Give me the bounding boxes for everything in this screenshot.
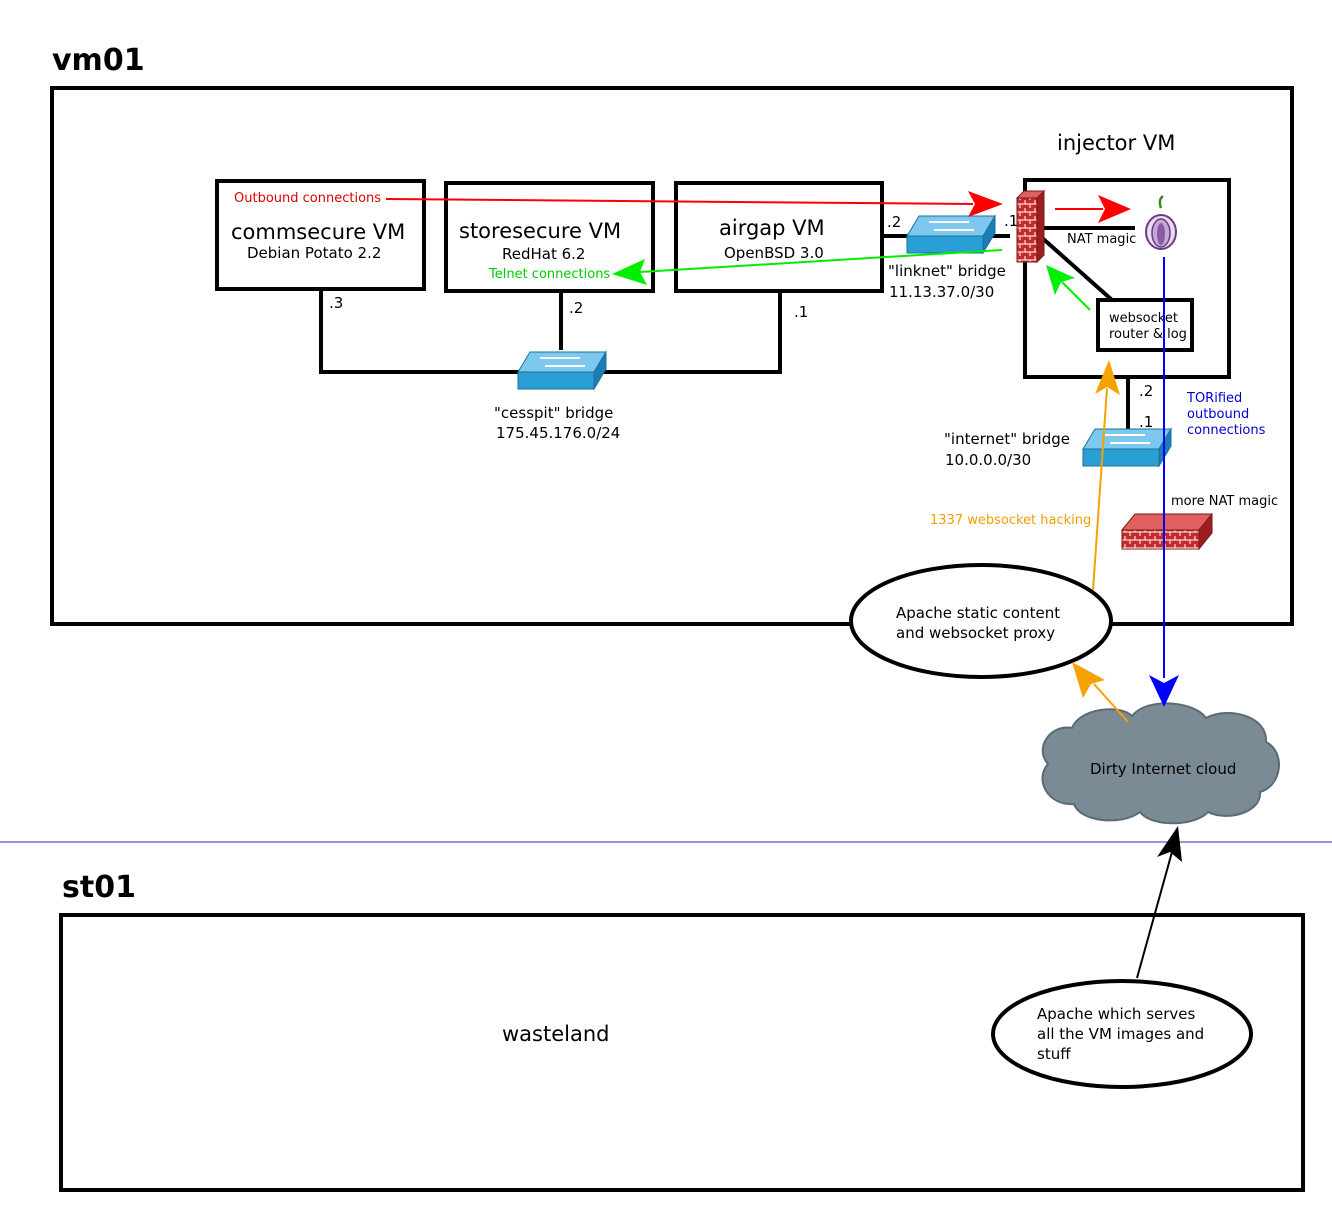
telnet-arrowhead <box>612 259 647 285</box>
websocket-arrowhead <box>1095 360 1120 395</box>
torified-label-2: outbound <box>1187 407 1249 422</box>
router-to-firewall-arrowhead <box>1046 265 1075 295</box>
apache-images-label-1: Apache which serves <box>1037 1005 1196 1023</box>
websocket-router-label-2: router & log <box>1109 327 1187 342</box>
apache-images-label-3: stuff <box>1037 1045 1071 1063</box>
nat-magic-label: NAT magic <box>1067 232 1136 247</box>
apache-proxy-ellipse <box>849 563 1113 679</box>
websocket-hacking-label: 1337 websocket hacking <box>930 513 1091 528</box>
internet-switch-icon <box>1082 427 1172 468</box>
nat-arrowhead <box>1098 195 1131 223</box>
storesecure-vm-os: RedHat 6.2 <box>502 245 585 263</box>
airgap-addr: .1 <box>794 303 808 321</box>
internet-bridge-addr: .1 <box>1139 413 1153 431</box>
images-to-cloud-arrow-line <box>1136 851 1173 979</box>
apache-proxy-label-1: Apache static content <box>896 604 1060 622</box>
storesecure-vm-title: storesecure VM <box>459 219 621 243</box>
websocket-router-label-1: websocket <box>1109 311 1178 326</box>
commsecure-addr: .3 <box>329 294 343 312</box>
router-to-firewall-arrow-line <box>1061 281 1091 311</box>
outbound-arrowhead <box>968 191 1003 217</box>
cloud-to-apache-arrow-line <box>1093 683 1129 723</box>
websocket-router-box <box>1096 298 1194 352</box>
more-nat-magic-label: more NAT magic <box>1171 494 1278 509</box>
apache-images-ellipse <box>991 979 1253 1089</box>
airgap-vm-os: OpenBSD 3.0 <box>724 244 824 262</box>
cesspit-bridge-name: "cesspit" bridge <box>494 404 613 422</box>
linknet-firewall-icon <box>1015 189 1046 264</box>
airgap-vm-title: airgap VM <box>719 216 825 240</box>
internet-bridge-subnet: 10.0.0.0/30 <box>945 451 1031 469</box>
vm01-host-box <box>50 86 1294 626</box>
apache-images-label-2: all the VM images and <box>1037 1025 1204 1043</box>
linknet-bridge-name: "linknet" bridge <box>888 262 1006 280</box>
torified-label-1: TORified <box>1186 391 1242 406</box>
airgap-vm: airgap VM OpenBSD 3.0 <box>674 181 884 293</box>
outer-firewall-icon <box>1120 512 1214 551</box>
cesspit-bridge-subnet: 175.45.176.0/24 <box>496 424 620 442</box>
commsecure-vm-title: commsecure VM <box>231 220 405 244</box>
airgap-linknet-addr: .2 <box>887 213 901 231</box>
internet-bridge-name: "internet" bridge <box>944 430 1070 448</box>
torified-arrowhead <box>1149 675 1179 707</box>
telnet-connections-label: Telnet connections <box>488 267 610 282</box>
vm01-host-label: vm01 <box>52 43 145 78</box>
cloud-label: Dirty Internet cloud <box>1090 760 1236 778</box>
injector-linknet-addr: .1 <box>1004 212 1018 230</box>
outbound-connections-label: Outbound connections <box>234 191 381 206</box>
websocket-arrow-line <box>1092 387 1108 591</box>
internet-cloud-icon <box>1041 702 1280 825</box>
storesecure-addr: .2 <box>569 299 583 317</box>
outbound-arrow-line <box>385 198 974 205</box>
images-to-cloud-arrowhead <box>1157 826 1182 862</box>
cesspit-switch-icon <box>517 350 607 391</box>
telnet-arrow-line <box>639 249 1003 273</box>
tor-onion-icon <box>1145 195 1177 250</box>
cloud-to-apache-arrowhead <box>1072 662 1105 698</box>
apache-proxy-label-2: and websocket proxy <box>896 624 1055 642</box>
st01-host-box <box>59 913 1305 1192</box>
injector-vm-title: injector VM <box>1057 131 1175 155</box>
injector-internet-addr: .2 <box>1139 382 1153 400</box>
linknet-switch-icon <box>906 214 996 255</box>
torified-label-3: connections <box>1187 423 1266 438</box>
firewall-to-router-wire <box>1038 234 1114 302</box>
commsecure-vm: commsecure VM Debian Potato 2.2 <box>215 179 426 291</box>
wasteland-label: wasteland <box>502 1022 609 1046</box>
st01-host-label: st01 <box>62 870 136 905</box>
commsecure-vm-os: Debian Potato 2.2 <box>247 244 381 262</box>
linknet-bridge-subnet: 11.13.37.0/30 <box>889 283 994 301</box>
